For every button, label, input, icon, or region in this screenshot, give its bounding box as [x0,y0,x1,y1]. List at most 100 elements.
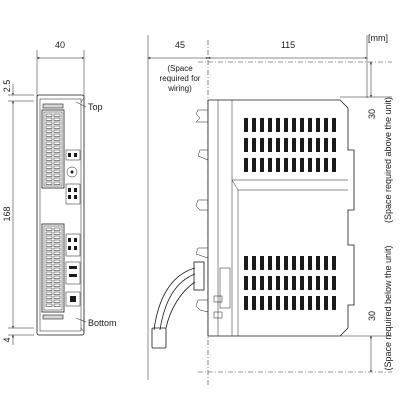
rail-clips [195,109,209,313]
vent-slot [292,138,296,152]
connector-pin [53,129,61,133]
vent-slot [316,138,320,152]
above-space-label: 30 [367,109,377,119]
connector-pin [45,129,53,133]
connector-pin [45,161,53,165]
connector-pin [45,145,53,149]
bottom-label: Bottom [88,318,117,328]
connector-pin [53,137,61,141]
vent-slot [324,296,328,310]
vent-slot [316,276,320,290]
vent-slot [308,276,312,290]
connector-pin [45,283,53,287]
connector-pin [53,243,61,247]
connector-pin [45,291,53,295]
connector-pin [53,295,61,299]
vent-slot [308,118,312,132]
connector-pin [45,141,53,145]
connector-pin [45,173,53,177]
vent-slot [324,138,328,152]
connector-pin [45,267,53,271]
connector-pin [45,275,53,279]
connector-pin [53,239,61,243]
connector-pin [45,239,53,243]
connector-pin [53,161,61,165]
vent-slot [260,138,264,152]
connector-pin [45,153,53,157]
vent-slot [308,296,312,310]
top-label: Top [88,102,103,112]
vent-slot [300,256,304,270]
vent-slot [244,256,248,270]
connector-pin [53,299,61,303]
connector-pin [45,235,53,239]
connector-pin [45,227,53,231]
connector-pin [53,181,61,185]
connector-pin [53,149,61,153]
front-bottom-gap-label: 4 [2,337,12,342]
vent-slot [260,158,264,172]
connector-pin [53,271,61,275]
connector-pin [45,279,53,283]
vent-slot [268,138,272,152]
connector-pin [53,121,61,125]
vent-slot [292,158,296,172]
vent-slot [308,158,312,172]
connector-pin [45,121,53,125]
above-space-note: (Space required above the unit) [383,97,393,223]
connector-pin [53,283,61,287]
connector-pin [45,113,53,117]
connector-pin [53,141,61,145]
vent-slot [284,158,288,172]
status-indicators [65,149,81,307]
connector-pin [45,271,53,275]
vent-slot [284,118,288,132]
vent-slot [300,276,304,290]
connector-pin [45,125,53,129]
vent-slot [276,256,280,270]
vent-slot [244,276,248,290]
vent-slot [276,276,280,290]
vent-slot [324,256,328,270]
connector-pin [45,165,53,169]
connector-pin [45,255,53,259]
vent-slot [268,296,272,310]
connector-pin [53,153,61,157]
below-space-note: (Space required below the unit) [383,245,393,370]
wiring-note-line-3: wiring) [167,84,192,93]
vent-slot [284,296,288,310]
vent-slot [260,118,264,132]
front-top-gap-label: 2.5 [2,80,12,93]
vent-slot [332,296,336,310]
front-height-label: 168 [2,206,12,221]
vent-slot [252,138,256,152]
connector-pin [53,267,61,271]
vent-slot [284,276,288,290]
vent-slot [252,256,256,270]
vent-slot [252,276,256,290]
vent-slot [300,158,304,172]
units-label: [mm] [368,33,388,43]
wiring-space-label: 45 [175,40,185,50]
vent-slot [332,138,336,152]
connector-pin [45,117,53,121]
connector-pin [53,173,61,177]
vent-slot [268,256,272,270]
connector-pin [53,113,61,117]
connector-pin [45,299,53,303]
connector-pin [53,275,61,279]
connector-pin [45,259,53,263]
connector-pin [45,137,53,141]
vent-slot [244,118,248,132]
vent-slot [316,158,320,172]
connector-pin [53,227,61,231]
connector-pin [53,279,61,283]
vent-slot [268,158,272,172]
connector-pin [45,247,53,251]
connector-pin [45,181,53,185]
vent-slot [300,296,304,310]
connector-pin [53,165,61,169]
vent-slot [260,296,264,310]
vent-slot [316,118,320,132]
